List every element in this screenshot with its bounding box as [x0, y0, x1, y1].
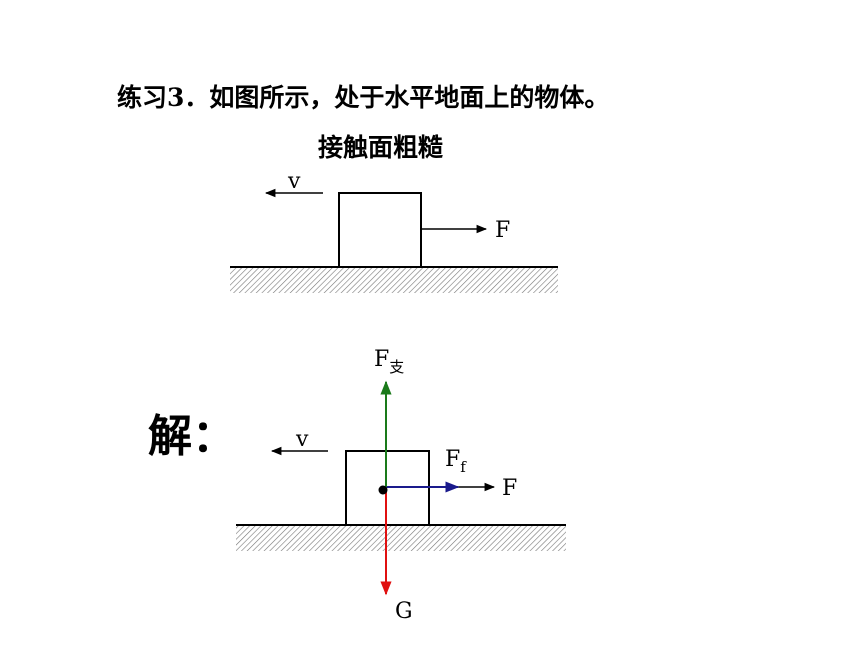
center-of-mass-dot — [378, 485, 388, 495]
solution-ground-hatch — [236, 525, 566, 551]
top-force-label: F — [495, 218, 510, 243]
top-diagram: v F — [230, 169, 558, 293]
solution-diagram: v F Ff F支 G — [236, 347, 566, 624]
solution-label: 解： — [148, 411, 236, 462]
friction-force-main: F — [445, 447, 460, 472]
support-force-main: F — [374, 347, 389, 372]
gravity-label: G — [395, 599, 413, 624]
top-block — [338, 192, 422, 268]
support-force-label: F支 — [374, 347, 404, 376]
friction-force-label: Ff — [445, 447, 467, 476]
applied-force-label: F — [502, 476, 517, 501]
problem-title: 练习3．如图所示，处于水平地面上的物体。 — [117, 83, 610, 112]
top-velocity-label: v — [287, 169, 301, 194]
friction-force-subscript: f — [460, 458, 467, 476]
solution-velocity-label: v — [295, 427, 309, 452]
support-force-subscript: 支 — [389, 358, 404, 376]
top-ground-hatch — [230, 267, 558, 293]
problem-subtitle: 接触面粗糙 — [318, 133, 444, 162]
